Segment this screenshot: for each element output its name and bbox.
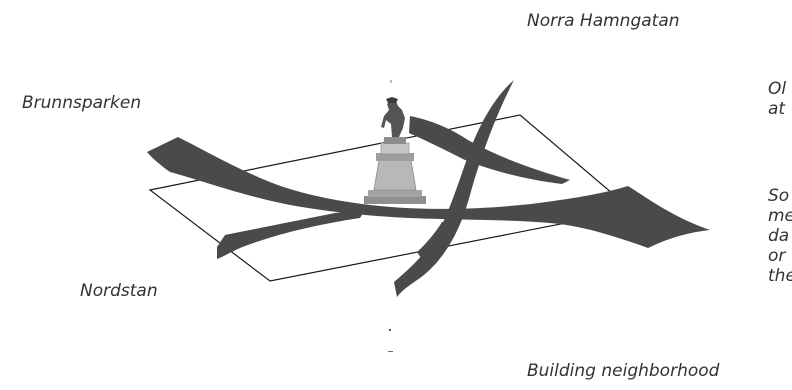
label-nordstan: Nordstan xyxy=(80,283,158,300)
street-band-brunnsparken xyxy=(147,137,710,248)
label-building-neighborhood: Building neighborhood xyxy=(527,363,719,380)
statue xyxy=(364,80,426,204)
marker-dot xyxy=(389,329,391,331)
side-note-2-line: the xyxy=(768,266,792,286)
marker-dash xyxy=(388,351,393,352)
side-note-2-line: or xyxy=(768,246,792,266)
side-note-2: So me da or the xyxy=(768,186,792,286)
side-note-1-line: at xyxy=(768,99,786,119)
side-note-1: Ol at xyxy=(768,79,786,119)
label-brunnsparken: Brunnsparken xyxy=(22,95,141,112)
side-note-2-line: da xyxy=(768,226,792,246)
side-note-2-line: So xyxy=(768,186,792,206)
side-note-1-line: Ol xyxy=(768,79,786,99)
side-note-2-line: me xyxy=(768,206,792,226)
label-norra-hamngatan: Norra Hamngatan xyxy=(527,13,680,30)
street-band-nordstan xyxy=(217,210,365,259)
